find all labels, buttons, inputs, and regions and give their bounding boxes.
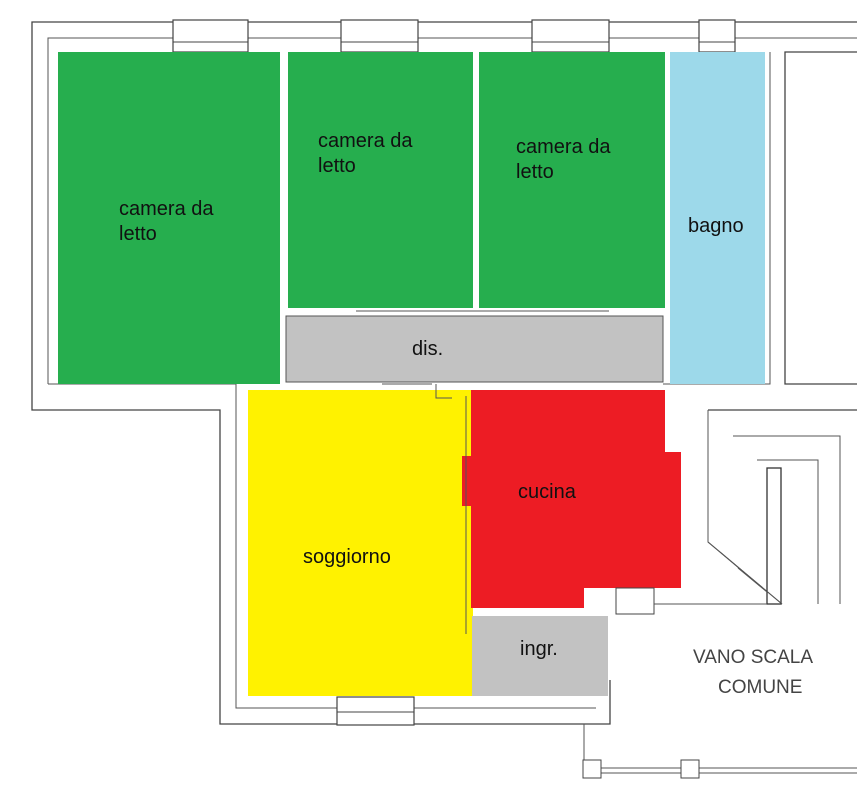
bedroom-2-label-line1: camera da <box>318 130 413 152</box>
bedroom-1-area <box>58 52 280 384</box>
kitchen-window <box>615 587 655 615</box>
adjacent-unit-wall <box>784 51 857 385</box>
kitchen-label: cucina <box>518 481 577 503</box>
stairwell-label-line1: VANO SCALA <box>693 647 813 668</box>
bedroom-3-label-line2: letto <box>516 161 554 183</box>
kitchen-area <box>471 390 681 608</box>
window-bottom <box>336 696 415 726</box>
window-4 <box>698 19 736 53</box>
window-3 <box>531 19 610 53</box>
exterior-wall <box>31 21 857 725</box>
stairwell-label-line2: COMUNE <box>718 677 802 698</box>
bedroom-1-label-line1: camera da <box>119 198 214 220</box>
door-jamb <box>382 383 452 399</box>
living-room-label: soggiorno <box>303 546 391 568</box>
bedroom-3-area <box>479 52 665 308</box>
bedroom-3-label-line1: camera da <box>516 136 611 158</box>
bathroom-area <box>670 52 765 384</box>
kitchen-notch <box>462 456 476 506</box>
living-room-area <box>248 390 473 696</box>
window-1 <box>172 19 249 53</box>
entry-railing <box>582 724 857 779</box>
bathroom-label: bagno <box>688 215 744 237</box>
entrance-label: ingr. <box>520 638 558 660</box>
bedroom-2-label-line2: letto <box>318 155 356 177</box>
bedroom-2-area <box>288 52 473 308</box>
stairwell-drawing <box>654 409 857 605</box>
bedroom-1-label-line2: letto <box>119 223 157 245</box>
corridor-area <box>285 315 664 383</box>
corridor-label: dis. <box>412 338 443 360</box>
window-2 <box>340 19 419 53</box>
entrance-area <box>472 616 608 696</box>
